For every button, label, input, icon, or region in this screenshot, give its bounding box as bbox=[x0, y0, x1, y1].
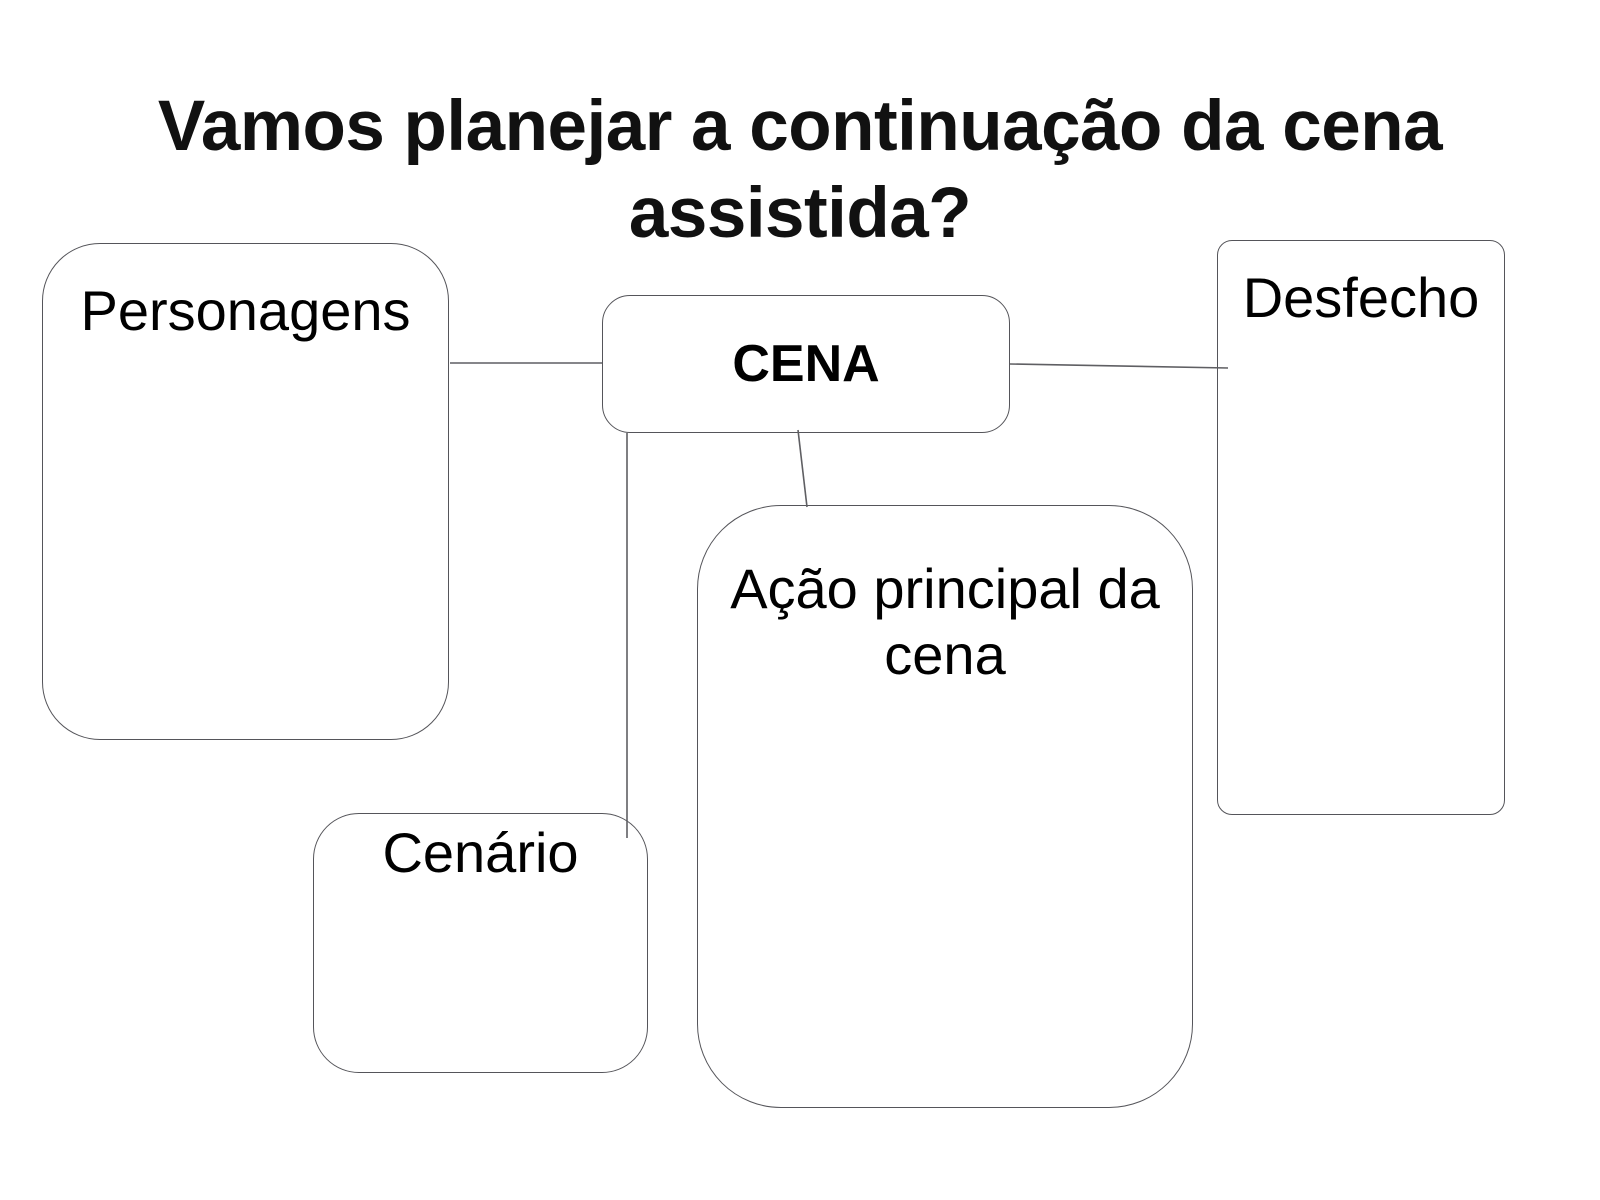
diagram-box-cena: CENA bbox=[602, 295, 1010, 433]
slide-title: Vamos planejar a continuação da cena ass… bbox=[0, 84, 1600, 257]
connector-cena-acao bbox=[797, 429, 808, 508]
diagram-box-personagens: Personagens bbox=[42, 243, 449, 740]
diagram-box-cena-label: CENA bbox=[732, 334, 880, 393]
connector-cena-desfecho bbox=[1009, 363, 1229, 369]
diagram-box-cenario: Cenário bbox=[313, 813, 648, 1073]
diagram-box-cenario-label: Cenário bbox=[382, 821, 579, 884]
diagram-box-acao-principal-label: Ação principal da cena bbox=[730, 557, 1160, 686]
diagram-box-acao-principal: Ação principal da cena bbox=[697, 505, 1193, 1108]
diagram-box-personagens-label: Personagens bbox=[80, 279, 411, 342]
diagram-box-desfecho-label: Desfecho bbox=[1242, 266, 1480, 329]
slide-title-text: Vamos planejar a continuação da cena ass… bbox=[157, 87, 1443, 253]
diagram-box-desfecho: Desfecho bbox=[1217, 240, 1505, 815]
